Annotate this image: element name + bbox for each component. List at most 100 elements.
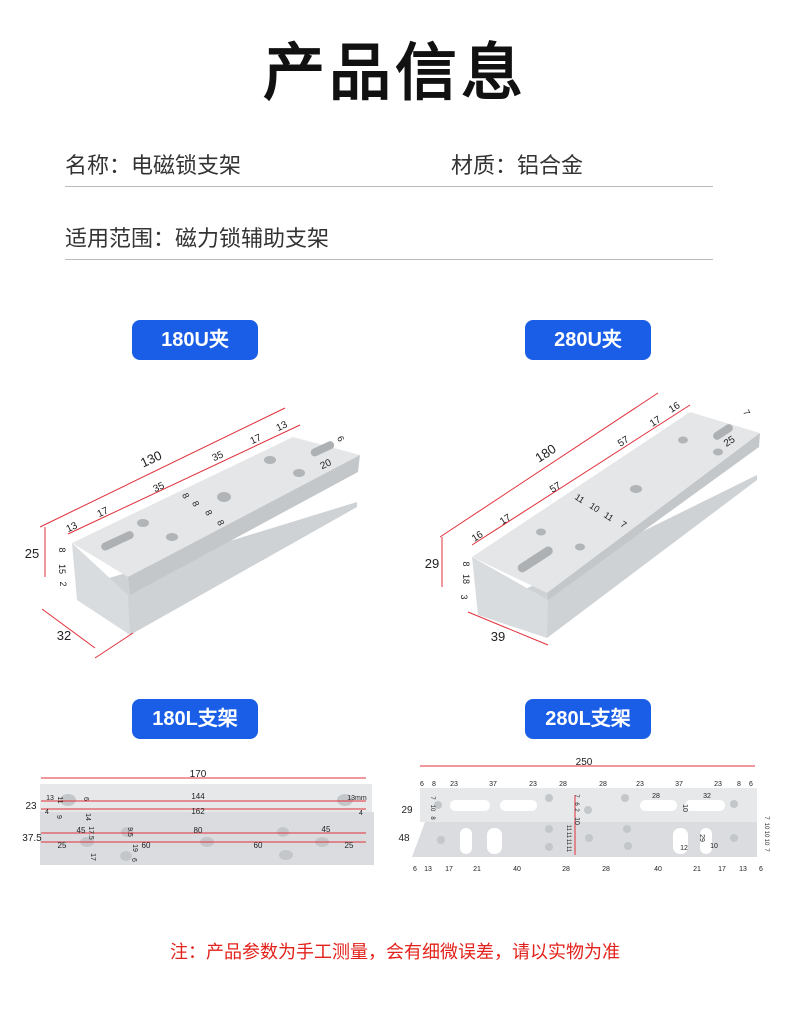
dimension-label: 13 <box>275 419 290 434</box>
dimension-label: 25 <box>345 841 354 850</box>
dimension-label: 28 <box>602 866 610 873</box>
dimension-label: 2 <box>58 581 68 586</box>
dimension-label: 23 <box>450 781 458 788</box>
dimension-label: 11 <box>565 825 571 832</box>
product-material: 材质：铝合金 <box>451 154 584 179</box>
dimension-label: 170 <box>190 769 207 780</box>
badge-180u: 180U夹 <box>132 320 258 360</box>
dimension-label: 17.5 <box>87 826 94 840</box>
dimension-label: 3 <box>459 594 469 599</box>
dimension-lines <box>39 392 755 855</box>
dimension-label: 10 <box>763 831 769 838</box>
dimension-label: 6 <box>130 858 137 862</box>
dimension-label: 17 <box>445 866 453 873</box>
dimension-label: 162 <box>191 807 205 816</box>
dimension-label: 12 <box>680 845 688 852</box>
dimension-label: 10 <box>588 501 602 515</box>
dimension-label: 17 <box>648 414 664 430</box>
dimension-label: 23 <box>25 801 37 812</box>
dimension-label: 19 <box>131 844 138 852</box>
dimension-label: 6 <box>573 802 579 806</box>
dimension-label: 35 <box>211 449 226 464</box>
dimension-label: 57 <box>616 434 632 450</box>
dimension-label: 16 <box>667 400 683 416</box>
dimension-label: 23 <box>529 781 537 788</box>
dimension-label: 8 <box>203 508 214 517</box>
badge-180l: 180L支架 <box>132 699 258 739</box>
dimension-label: 7 <box>763 848 769 852</box>
dimension-label: 8 <box>215 518 226 527</box>
dimension-label: 2 <box>573 808 579 812</box>
dimension-label: 37 <box>489 781 497 788</box>
dimension-label: 10 <box>763 823 769 830</box>
dimension-label: 35 <box>152 480 167 495</box>
dimension-label: 10 <box>763 839 769 846</box>
dimension-label: 37.5 <box>22 833 42 844</box>
dimension-label: 21 <box>473 866 481 873</box>
dimension-label: 11 <box>56 796 63 803</box>
dimension-label: 16 <box>470 529 486 545</box>
dimension-label: 13 <box>46 795 54 802</box>
dimension-label: 40 <box>654 866 662 873</box>
dimension-label: 4 <box>359 810 363 817</box>
page-title: 产品信息 <box>262 36 527 109</box>
badge-280l: 280L支架 <box>525 699 651 739</box>
dimension-label: 10 <box>710 843 718 850</box>
dimension-label: 11 <box>573 492 586 505</box>
dimension-label: 10 <box>429 805 435 812</box>
dimension-label: 6 <box>413 866 417 873</box>
dimension-label: 18 <box>461 574 471 584</box>
dimension-label: 60 <box>142 841 151 850</box>
dimension-label: 28 <box>599 781 607 788</box>
dimension-label: 29 <box>401 805 413 816</box>
badge-280u: 280U夹 <box>525 320 651 360</box>
dimension-label: 23 <box>714 781 722 788</box>
dimension-label: 17 <box>498 512 514 528</box>
dimension-label: 8 <box>180 491 191 500</box>
dimension-label: 20 <box>319 457 334 472</box>
dimension-label: 37 <box>675 781 683 788</box>
info-row-name-material: 名称：电磁锁支架 材质：铝合金 <box>65 142 713 187</box>
dimension-label: 9 <box>55 815 62 819</box>
dimension-label: 32 <box>57 628 71 643</box>
dimension-label: 21 <box>693 866 701 873</box>
dimension-label: 6 <box>420 781 424 788</box>
dimension-label: 11 <box>565 832 571 839</box>
dimension-label: 57 <box>548 480 564 496</box>
dimension-label: 10 <box>681 804 688 812</box>
dimension-label: 250 <box>576 757 593 768</box>
dimension-label: 11 <box>565 839 571 846</box>
bracket-180u-image <box>72 437 360 635</box>
dimension-label: 25 <box>25 546 39 561</box>
dimension-label: 7 <box>619 519 629 530</box>
dimension-label: 32 <box>703 793 711 800</box>
product-scope: 适用范围：磁力锁辅助支架 <box>65 227 330 252</box>
dimension-label: 6 <box>759 866 763 873</box>
dimension-label: 28 <box>652 793 660 800</box>
dimension-label: 48 <box>398 833 410 844</box>
dimension-label: 60 <box>254 841 263 850</box>
dimension-label: 28 <box>559 781 567 788</box>
dimension-label: 13 <box>739 866 747 873</box>
dimension-label: 13mm <box>347 795 367 802</box>
dimension-label: 6 <box>749 781 753 788</box>
dimension-label: 23 <box>636 781 644 788</box>
dimension-label: 17 <box>718 866 726 873</box>
dimension-label: 4 <box>45 809 49 816</box>
dimension-label: 28 <box>562 866 570 873</box>
dimension-label: 7 <box>741 408 752 417</box>
dimension-label: 29 <box>698 834 705 842</box>
dimension-label: 13 <box>65 520 80 535</box>
dimension-label: 11 <box>602 510 615 523</box>
dimension-label: 11 <box>565 846 571 853</box>
dimension-label: 7 <box>763 816 769 820</box>
dimension-label: 6 <box>82 797 89 801</box>
dimension-label: 8 <box>429 816 435 820</box>
dimension-label: 8 <box>461 561 471 566</box>
info-row-scope: 适用范围：磁力锁辅助支架 <box>65 215 713 260</box>
dimension-label: 14 <box>84 813 91 821</box>
dimension-label: 39 <box>491 629 505 644</box>
